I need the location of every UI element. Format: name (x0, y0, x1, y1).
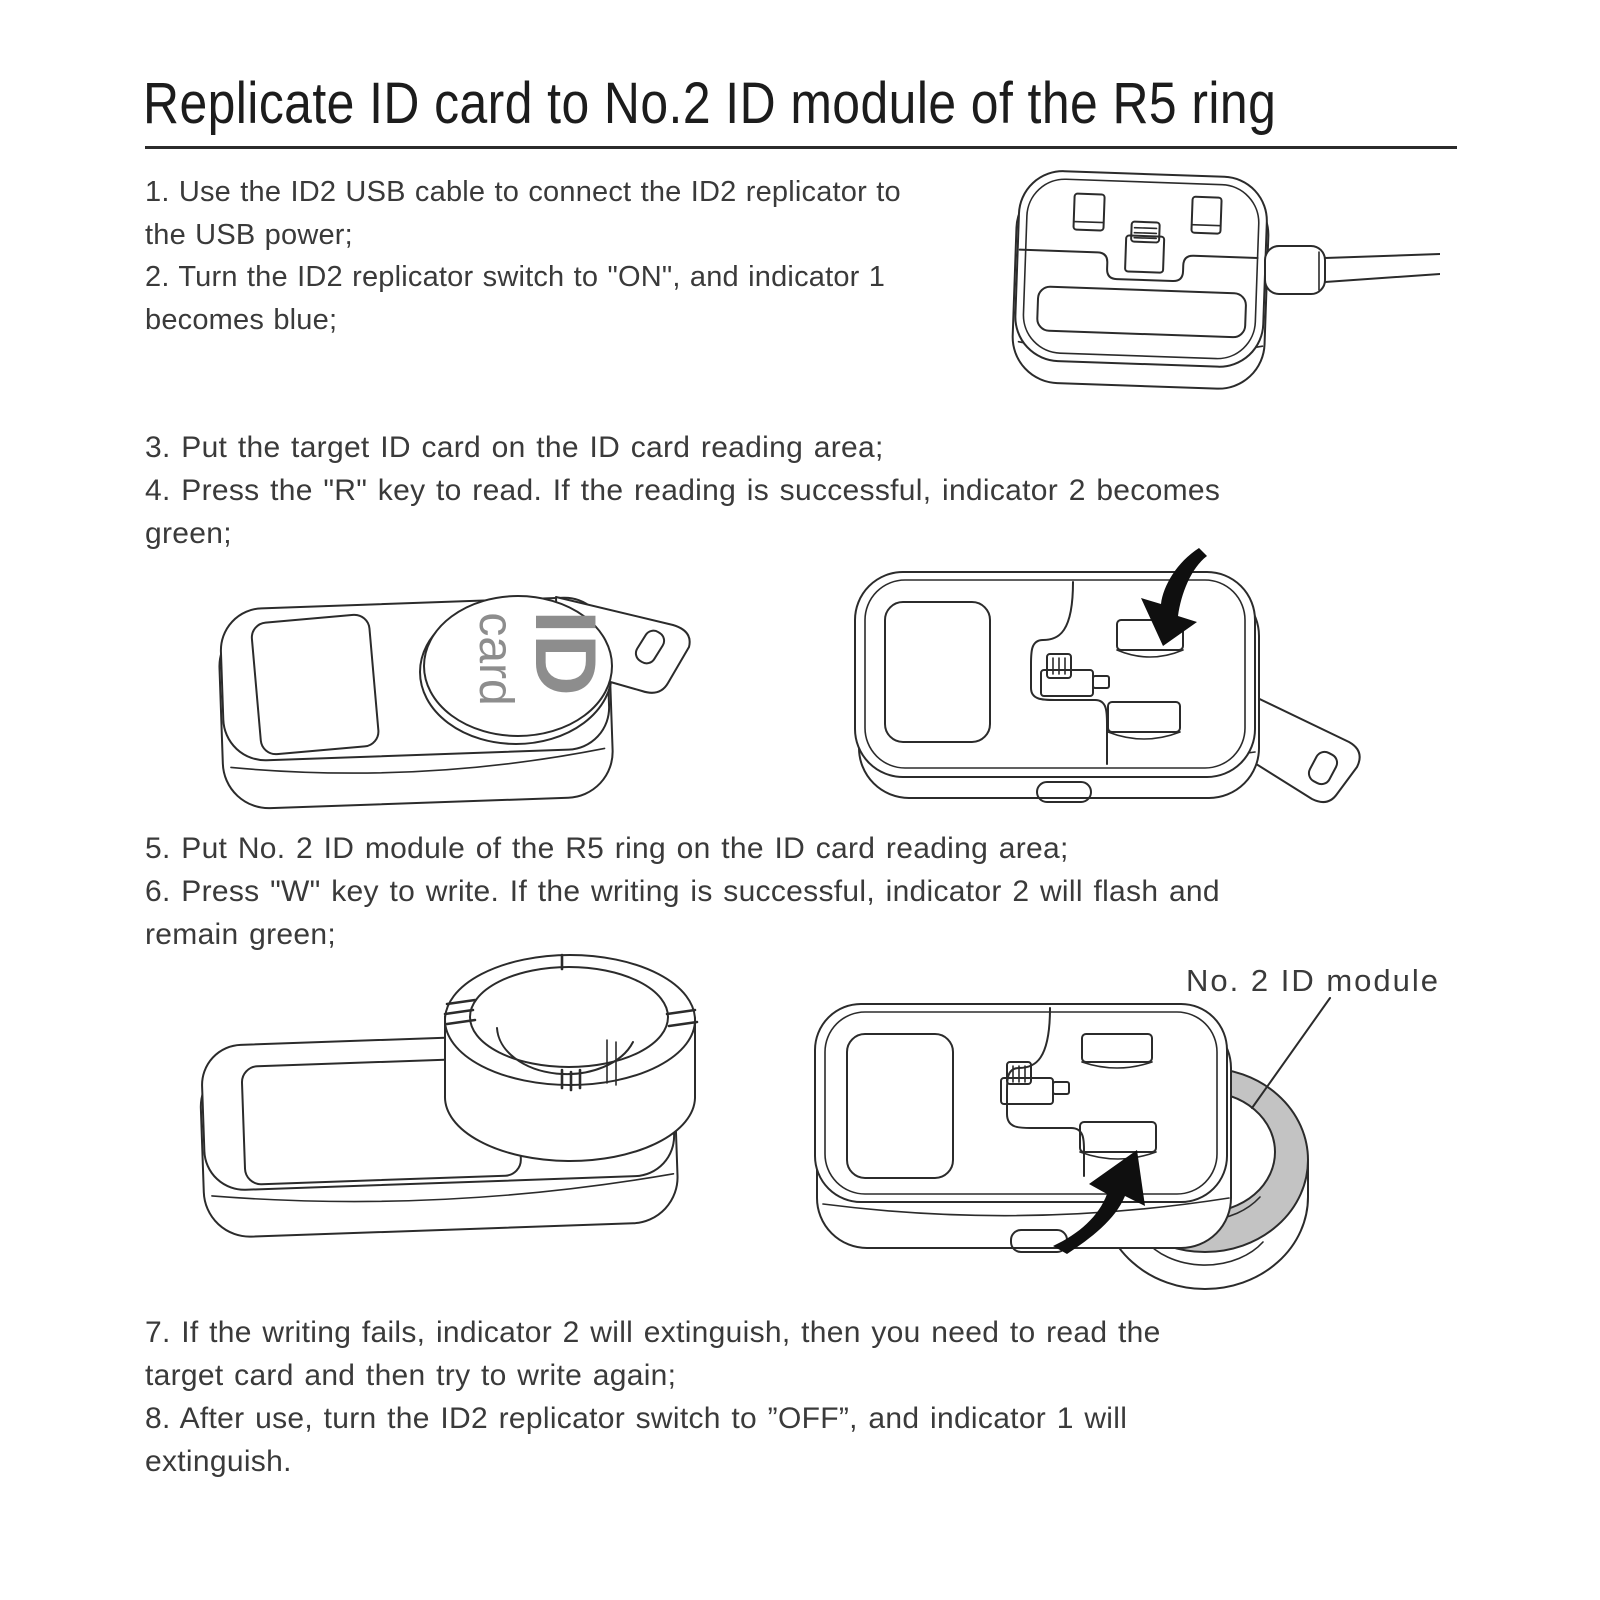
usb-port (1036, 781, 1092, 803)
fob-keyring-hole (1307, 750, 1339, 786)
card-reading-area (846, 1033, 954, 1179)
illustration-press-r (854, 548, 1361, 804)
steps-block-5-6: 5. Put No. 2 ID module of the R5 ring on… (145, 827, 1220, 956)
module-separator-left (443, 998, 477, 1026)
step-line: 5. Put No. 2 ID module of the R5 ring on… (145, 832, 1069, 865)
step-line: 6. Press "W" key to write. If the writin… (145, 875, 1220, 908)
card-reading-area (250, 613, 380, 756)
module-separator-right (665, 1008, 699, 1028)
illustration-replicator-usb (1011, 170, 1440, 390)
step-line: the USB power; (145, 218, 353, 251)
power-slider-cap (1130, 220, 1161, 244)
up-right-arrow-icon (1053, 1150, 1145, 1254)
w-key-edge (1107, 731, 1181, 740)
step-line: becomes blue; (145, 303, 338, 336)
slider-grip-lines (1012, 1065, 1026, 1083)
fob-tail (1244, 691, 1361, 804)
module-label: No. 2 ID module (1186, 963, 1440, 998)
slider-tab (1052, 1081, 1070, 1095)
illustration-press-w (814, 997, 1331, 1290)
device-edge-line (822, 1197, 1230, 1217)
w-key (1079, 1121, 1157, 1153)
power-slider-cap (1006, 1061, 1032, 1085)
module-leader-line (1251, 997, 1331, 1109)
w-key-edge (1190, 223, 1222, 227)
device-inner-rim (1022, 178, 1260, 360)
fob-head (423, 595, 613, 737)
down-arrow-icon (1141, 548, 1207, 646)
fob-label-card: card (469, 612, 522, 705)
illustration-card-on-reader: ID card (218, 595, 691, 810)
title-divider (145, 146, 1457, 149)
id2-replicator-device (814, 1003, 1232, 1253)
step-line: 8. After use, turn the ID2 replicator sw… (145, 1402, 1128, 1435)
slider-grip-lines (1052, 657, 1066, 675)
r-key-edge (1072, 220, 1105, 224)
id-card-fob: ID card (419, 595, 691, 745)
step-line: extinguish. (145, 1445, 292, 1478)
ring-inner-wall-edge (496, 1027, 634, 1076)
r-key (1116, 619, 1184, 651)
usb-cable (1264, 245, 1440, 295)
illustration-ring-on-reader (199, 953, 699, 1238)
id2-replicator-device (1011, 170, 1270, 390)
panel-divider (1030, 581, 1108, 765)
cable-lines (1324, 253, 1440, 283)
device-inner-rim (824, 1011, 1218, 1195)
w-key-edge (1079, 1151, 1157, 1160)
r-key-edge (1081, 1061, 1153, 1069)
device-edge-line (211, 1173, 675, 1203)
usb-plug (1264, 245, 1326, 295)
panel-divider (1018, 248, 1259, 283)
w-key (1107, 701, 1181, 733)
step-line: target card and then try to write again; (145, 1359, 677, 1392)
steps-block-7-8: 7. If the writing fails, indicator 2 wil… (145, 1311, 1161, 1483)
fob-label-id: ID (517, 610, 613, 696)
power-slider-cap (1046, 653, 1072, 679)
ring-opening (469, 966, 669, 1068)
id2-replicator-device (854, 571, 1260, 803)
card-reading-area (1036, 285, 1247, 339)
w-key (1190, 195, 1223, 235)
r-key-edge (1116, 649, 1184, 658)
step-line: 1. Use the ID2 USB cable to connect the … (145, 176, 901, 208)
page-title: Replicate ID card to No.2 ID module of t… (143, 71, 1277, 136)
ring-wall-inner-line (1144, 1239, 1264, 1266)
step-line: 4. Press the "R" key to read. If the rea… (145, 474, 1221, 507)
r-key (1072, 192, 1106, 232)
module-separator-inner (606, 1039, 617, 1086)
ring-wall (443, 1015, 696, 1162)
step-line: 2. Turn the ID2 replicator switch to "ON… (145, 261, 886, 293)
r-key (1081, 1033, 1153, 1063)
step-line: 3. Put the target ID card on the ID card… (145, 431, 884, 464)
device-edge-line (230, 747, 606, 774)
fob-keyring-hole (634, 629, 666, 665)
step-line: 7. If the writing fails, indicator 2 wil… (145, 1316, 1161, 1349)
step-line: green; (145, 517, 232, 550)
slider-tab (1092, 675, 1110, 689)
card-reading-area (884, 601, 991, 743)
step-line: remain green; (145, 918, 336, 951)
device-inner-rim (864, 579, 1246, 769)
module-separator-bottom (560, 1068, 582, 1092)
slider-grip-lines (1133, 226, 1158, 240)
r5-ring (443, 953, 699, 1162)
steps-block-1-2: 1. Use the ID2 USB cable to connect the … (145, 171, 901, 341)
power-slider-switch (1124, 234, 1166, 274)
steps-block-3-4: 3. Put the target ID card on the ID card… (145, 426, 1220, 555)
device-top-face (1014, 170, 1268, 368)
